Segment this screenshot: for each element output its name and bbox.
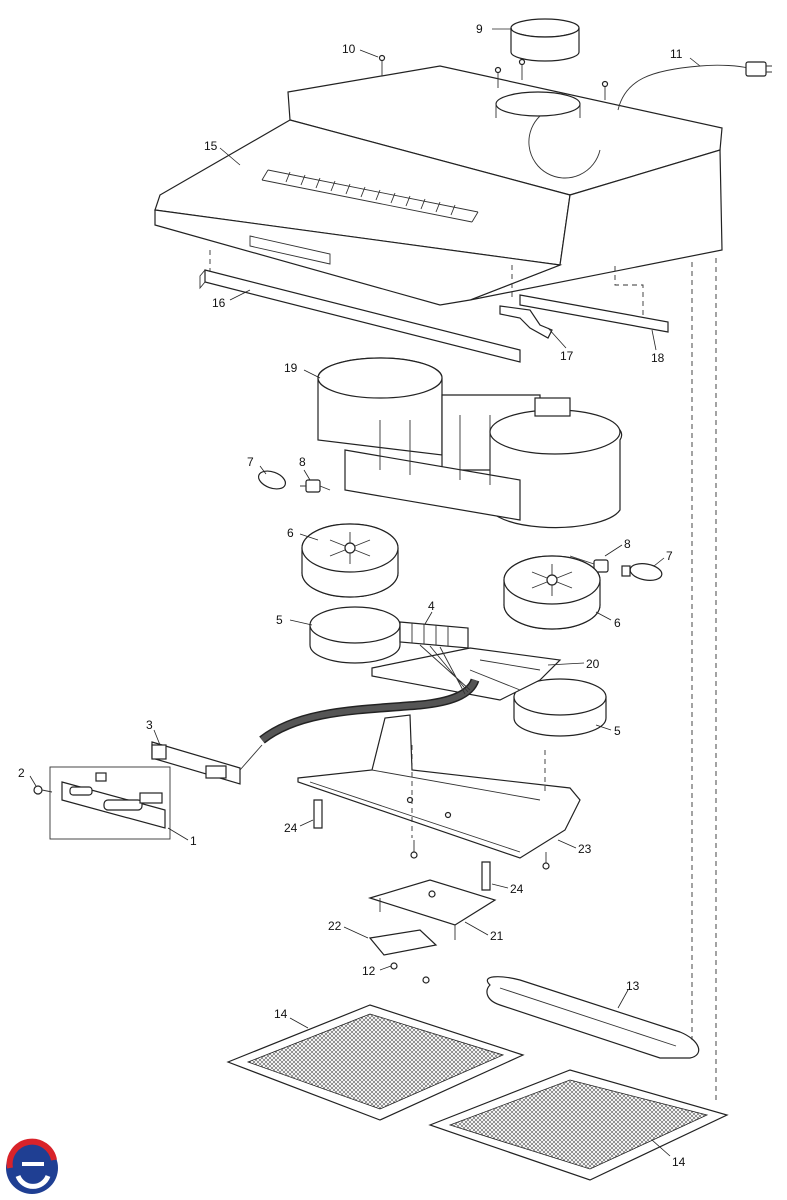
callout-14a: 14 — [274, 1007, 288, 1021]
callout-21: 21 — [490, 929, 504, 943]
switch-assembly — [151, 741, 263, 785]
callout-labels: 1 2 3 4 5 5 6 6 7 7 8 8 9 10 11 12 13 14… — [18, 22, 686, 1169]
lamp-holder-left — [300, 479, 331, 493]
motor-housing — [317, 357, 623, 529]
control-panel-box — [49, 766, 171, 840]
callout-14b: 14 — [672, 1155, 686, 1169]
power-cable — [617, 61, 772, 111]
callout-6a: 6 — [287, 526, 294, 540]
callout-4: 4 — [428, 599, 435, 613]
callout-1: 1 — [190, 834, 197, 848]
base-tray — [297, 714, 581, 859]
lamp-socket-22 — [368, 929, 438, 956]
lamp-left — [257, 470, 287, 490]
fan-motor-right — [503, 555, 601, 630]
callout-8a: 8 — [299, 455, 306, 469]
callout-10: 10 — [342, 42, 356, 56]
callout-5a: 5 — [276, 613, 283, 627]
brand-logo-icon — [6, 1138, 58, 1194]
duct-collar — [510, 18, 580, 62]
tray-screws — [410, 840, 550, 870]
terminal-block — [399, 621, 469, 649]
callout-7b: 7 — [666, 549, 673, 563]
callout-18: 18 — [651, 351, 665, 365]
hood-vent-slots — [261, 169, 479, 223]
front-rail — [199, 269, 521, 363]
gasket-13 — [486, 976, 700, 1059]
callout-24a: 24 — [284, 821, 298, 835]
callout-16: 16 — [212, 296, 226, 310]
motor-bracket-20 — [371, 647, 562, 701]
callout-6b: 6 — [614, 616, 621, 630]
callout-17: 17 — [560, 349, 574, 363]
assembly-guide-lines — [209, 250, 717, 1100]
callout-8b: 8 — [624, 537, 631, 551]
round-filter-right — [513, 678, 607, 737]
callout-3: 3 — [146, 718, 153, 732]
callout-24b: 24 — [510, 882, 524, 896]
callout-23: 23 — [578, 842, 592, 856]
callout-7a: 7 — [247, 455, 254, 469]
clip-right — [481, 861, 491, 891]
leader-lines — [29, 28, 701, 1157]
callout-5b: 5 — [614, 724, 621, 738]
hood-body — [154, 65, 723, 306]
screws-12 — [390, 962, 430, 984]
round-filter-left — [309, 606, 401, 664]
wiring-harness — [259, 644, 480, 744]
screw-2 — [33, 785, 53, 795]
mesh-filter-upper — [226, 1004, 525, 1121]
callout-19: 19 — [284, 361, 298, 375]
clip-left — [313, 799, 323, 829]
light-bracket-21 — [367, 879, 497, 940]
callout-22: 22 — [328, 919, 342, 933]
callout-11: 11 — [670, 47, 683, 61]
fan-motor-left — [301, 523, 399, 598]
callout-12: 12 — [362, 964, 376, 978]
callout-2: 2 — [18, 766, 25, 780]
callout-15: 15 — [204, 139, 218, 153]
rear-rail — [519, 294, 669, 333]
mesh-filter-lower — [428, 1069, 729, 1181]
callout-13: 13 — [626, 979, 640, 993]
screws-top — [378, 54, 609, 100]
callout-9: 9 — [476, 22, 483, 36]
callout-20: 20 — [586, 657, 600, 671]
bracket-17 — [499, 305, 553, 339]
lamp-right — [621, 563, 663, 581]
